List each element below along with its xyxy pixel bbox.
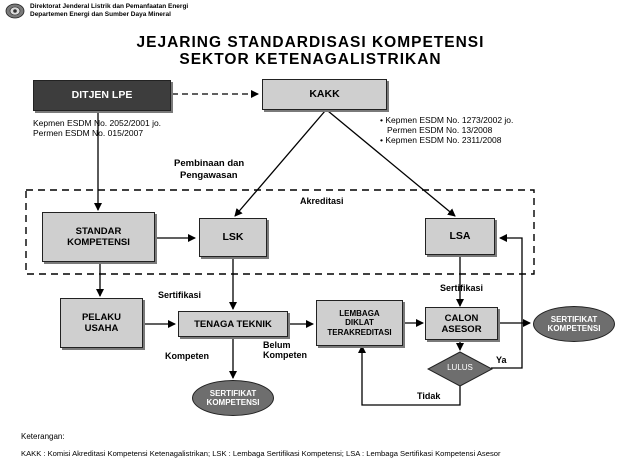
- sertifikat-label-1: SERTIFIKAT: [209, 389, 257, 398]
- standar-label-2: KOMPETENSI: [67, 237, 130, 248]
- lsk-box: LSK: [199, 218, 267, 257]
- sertifikat-label-2: KOMPETENSI: [547, 324, 601, 333]
- ministry-logo: [5, 3, 25, 19]
- calon-label-1: CALON: [444, 312, 479, 324]
- lulus-label: LULUS: [447, 363, 473, 372]
- sertifikat-label-2: KOMPETENSI: [206, 398, 260, 407]
- pelaku-label-2: USAHA: [84, 323, 119, 334]
- lsa-box: LSA: [425, 218, 495, 255]
- ditjen-ref-2: Permen ESDM No. 015/2007: [33, 128, 144, 138]
- sertifikat-kompetensi-tenaga: SERTIFIKAT KOMPETENSI: [192, 380, 274, 416]
- tenaga-teknik-label: TENAGA TEKNIK: [194, 318, 272, 330]
- lsa-label: LSA: [449, 230, 471, 242]
- belum-kompeten-label-2: Kompeten: [263, 350, 308, 360]
- akreditasi-label: Akreditasi: [300, 196, 344, 206]
- belum-kompeten-label-1: Belum: [263, 340, 291, 350]
- lsk-label: LSK: [222, 231, 244, 243]
- calon-asesor-box: CALON ASESOR: [425, 307, 498, 340]
- kompeten-label: Kompeten: [165, 351, 210, 361]
- pembinaan-label-1: Pembinaan dan: [174, 158, 245, 169]
- kakk-box: KAKK: [262, 79, 387, 110]
- kakk-ref-2: Permen ESDM No. 13/2008: [387, 125, 493, 135]
- tidak-label: Tidak: [417, 391, 441, 401]
- standar-kompetensi-box: STANDAR KOMPETENSI: [42, 212, 155, 262]
- ya-label: Ya: [496, 355, 507, 365]
- calon-label-2: ASESOR: [441, 323, 482, 335]
- pelaku-label-1: PELAKU: [81, 312, 122, 323]
- sertifikat-label-1: SERTIFIKAT: [550, 315, 598, 324]
- footer-legend: KAKK : Komisi Akreditasi Kompetensi Kete…: [21, 449, 501, 458]
- lembaga-diklat-box: LEMBAGA DIKLAT TERAKREDITASI: [316, 300, 403, 346]
- organization-name: Direktorat Jenderal Listrik dan Pemanfaa…: [30, 3, 188, 19]
- diklat-label-1: LEMBAGA: [339, 308, 380, 318]
- diklat-label-2: DIKLAT: [345, 318, 374, 328]
- kakk-ref-3: • Kepmen ESDM No. 2311/2008: [380, 135, 502, 145]
- org-line-1: Direktorat Jenderal Listrik dan Pemanfaa…: [30, 3, 189, 10]
- org-line-2: Departemen Energi dan Sumber Daya Minera…: [30, 11, 171, 18]
- pembinaan-label-2: Pengawasan: [180, 170, 238, 181]
- sertifikasi-lsa-label: Sertifikasi: [440, 283, 484, 293]
- standar-label-1: STANDAR: [75, 226, 122, 237]
- ditjen-lpe-label: DITJEN LPE: [71, 89, 133, 101]
- keterangan-heading: Keterangan:: [21, 432, 65, 441]
- pelaku-usaha-box: PELAKU USAHA: [60, 298, 143, 348]
- sertifikasi-lsk-label: Sertifikasi: [158, 290, 202, 300]
- sertifikat-kompetensi-asesor: SERTIFIKAT KOMPETENSI: [533, 306, 615, 342]
- title-line-2: SEKTOR KETENAGALISTRIKAN: [179, 51, 442, 68]
- kakk-ref-1: • Kepmen ESDM No. 1273/2002 jo.: [380, 115, 514, 125]
- lulus-decision-diamond: [427, 351, 493, 387]
- tenaga-teknik-box: TENAGA TEKNIK: [178, 311, 288, 337]
- title-line-1: JEJARING STANDARDISASI KOMPETENSI: [136, 34, 485, 51]
- diklat-label-3: TERAKREDITASI: [327, 327, 392, 337]
- ditjen-lpe-box: DITJEN LPE: [33, 80, 171, 111]
- ditjen-ref-1: Kepmen ESDM No. 2052/2001 jo.: [33, 118, 162, 128]
- kakk-label: KAKK: [309, 88, 340, 100]
